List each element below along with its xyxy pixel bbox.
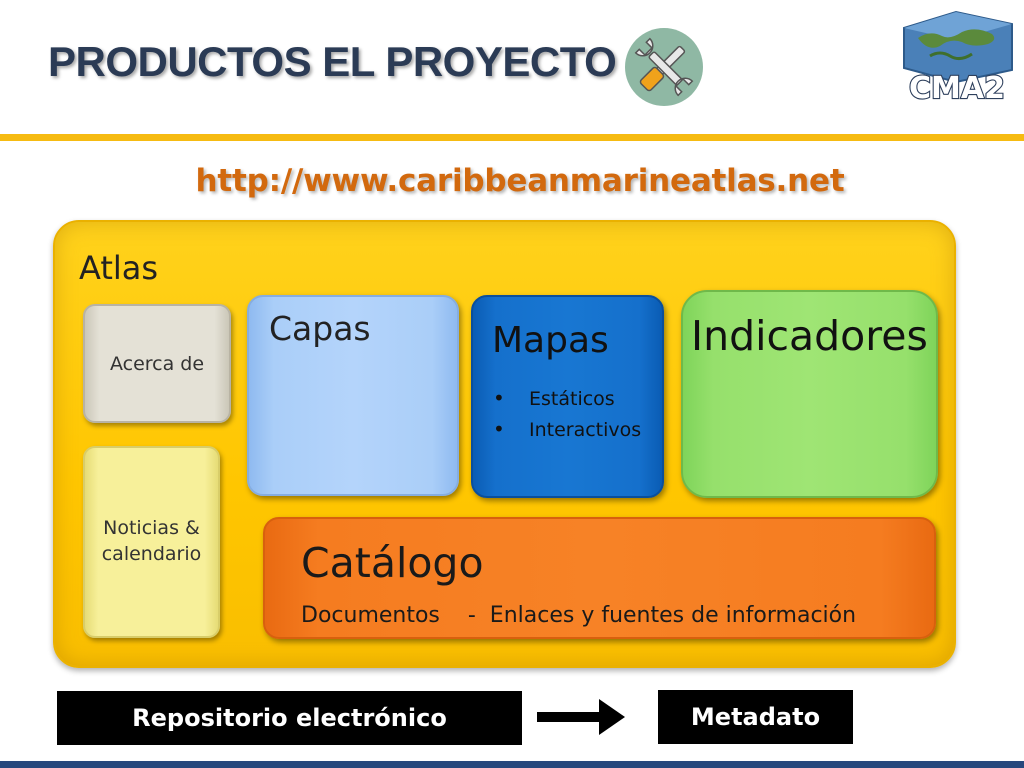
catalogo-description: Documentos - Enlaces y fuentes de inform… <box>301 603 857 628</box>
mapas-label: Mapas <box>492 320 609 361</box>
noticias-label-line1: Noticias & <box>103 517 200 540</box>
atlas-label: Atlas <box>79 249 159 287</box>
top-divider <box>0 134 1024 141</box>
noticias-box: Noticias & calendario <box>83 446 220 638</box>
mapas-item: Estáticos <box>493 383 641 414</box>
bottom-divider <box>0 761 1024 768</box>
catalogo-label: Catálogo <box>301 539 484 587</box>
project-url[interactable]: http://www.caribbeanmarineatlas.net <box>195 163 845 199</box>
indicadores-box: Indicadores <box>681 290 938 498</box>
indicadores-label: Indicadores <box>691 312 928 360</box>
acerca-label: Acerca de <box>109 352 205 375</box>
cma2-logo: CMA2 <box>896 10 1018 107</box>
mapas-box: Mapas Estáticos Interactivos <box>471 295 664 498</box>
metadato-box: Metadato <box>658 690 853 744</box>
slide-title: PRODUCTOS EL PROYECTO <box>48 38 617 85</box>
mapas-list: Estáticos Interactivos <box>493 383 641 445</box>
capas-label: Capas <box>269 309 371 348</box>
acerca-box: Acerca de <box>83 304 231 423</box>
tools-icon <box>625 28 703 106</box>
repositorio-box: Repositorio electrónico <box>57 691 522 745</box>
catalogo-box: Catálogo Documentos - Enlaces y fuentes … <box>263 517 936 639</box>
logo-text: CMA2 <box>909 71 1005 106</box>
mapas-item: Interactivos <box>493 414 641 445</box>
right-arrow-icon <box>537 699 625 735</box>
noticias-label-line2: calendario <box>101 543 202 565</box>
capas-box: Capas <box>247 295 459 496</box>
repositorio-label: Repositorio electrónico <box>132 704 447 732</box>
metadato-label: Metadato <box>690 703 821 731</box>
